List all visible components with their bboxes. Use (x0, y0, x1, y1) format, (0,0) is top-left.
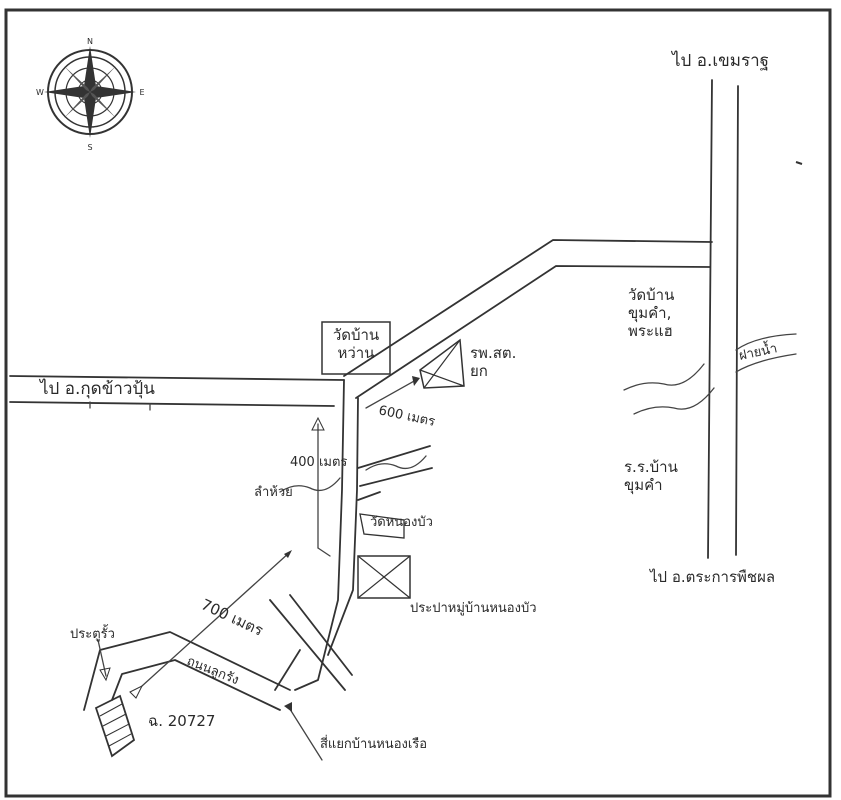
label-temple-right: วัดบ้านขุมคำ,พระแฮ (628, 286, 674, 340)
village-water-label: ประปาหมู่บ้านหนองบัว (410, 601, 537, 616)
compass-rose-icon: N S E W (36, 37, 144, 152)
label-line: ขุมคำ (624, 476, 663, 495)
label-line: หว่าน (338, 344, 375, 362)
health-center-label: รพ.สต.ยก (470, 344, 516, 380)
label-to-bottom-right: ไป อ.ตระการพืชผล (649, 568, 775, 586)
label-pond: ฝายน้ำ (737, 338, 779, 364)
water-station-label: วัดหนองบัว (370, 515, 433, 530)
road-central (294, 379, 359, 691)
road-diagonal (343, 239, 713, 399)
compass-east: E (139, 88, 144, 97)
label-dist-600: 600 เมตร (377, 403, 436, 430)
compass-west: W (36, 88, 44, 97)
water-station-box (359, 513, 405, 539)
parcel-label: ฉ. 20727 (148, 712, 215, 730)
label-junction: สี่แยกบ้านหนองเรือ (320, 735, 427, 752)
label-to-left: ไป อ.กุดข้าวปุ้น (38, 378, 155, 399)
compass-south: S (87, 143, 92, 152)
parcel-icon (94, 694, 136, 758)
highway-right (707, 79, 739, 559)
health-center-icon (419, 338, 465, 389)
label-dist-700: 700 เมตร (198, 595, 266, 639)
label-gate: ประตูรั้ว (70, 624, 115, 642)
village-water-icon (357, 555, 411, 599)
junction-crossroads (269, 594, 353, 691)
label-stream: ลำห้วย (254, 485, 293, 500)
label-laterite: ถนนลูกรัง (185, 654, 241, 688)
road-left (9, 375, 345, 411)
label-to-top-right: ไป อ.เขมราฐ (670, 50, 769, 71)
stream-lines (279, 333, 797, 493)
map-frame (4, 8, 832, 798)
label-school: ร.ร.บ้านขุมคำ (624, 458, 678, 495)
edge-tick (795, 161, 803, 165)
compass-north: N (87, 37, 93, 46)
label-line: พระแฮ (628, 322, 673, 340)
direction-arrows (97, 376, 420, 761)
temple-left-label: วัดบ้านหว่าน (333, 326, 379, 362)
laterite-road (83, 631, 291, 711)
label-dist-400: 400 เมตร (290, 455, 347, 470)
temple-left-box (321, 321, 391, 375)
side-roads (357, 445, 433, 501)
label-line: ยก (470, 362, 488, 380)
label-line: ขุมคำ, (628, 304, 671, 323)
